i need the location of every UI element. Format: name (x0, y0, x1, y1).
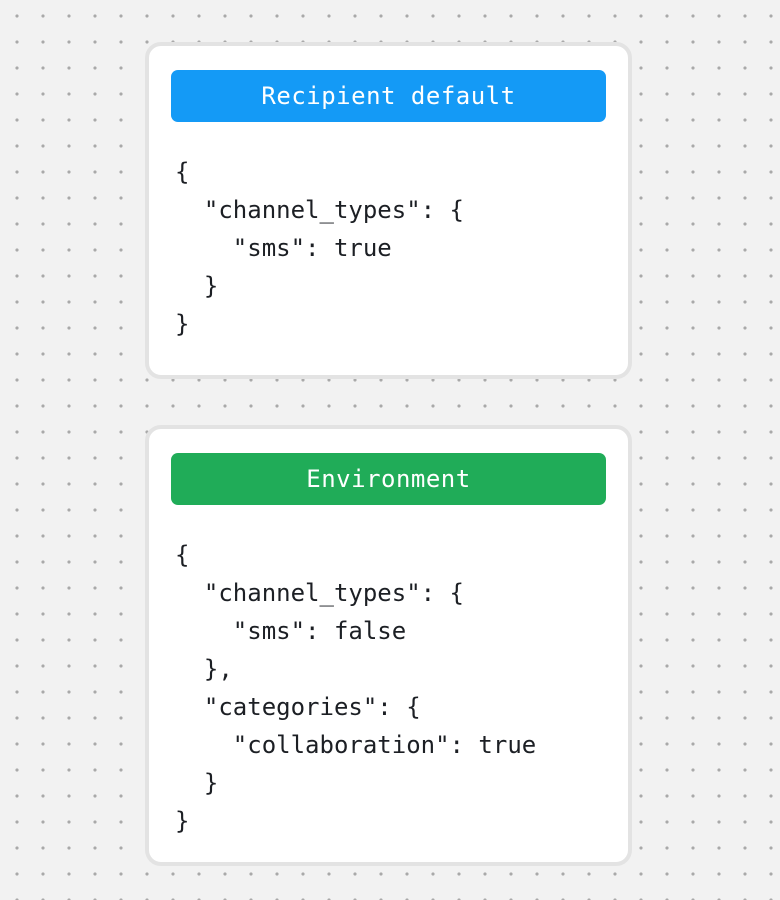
environment-json-code: { "channel_types": { "sms": false }, "ca… (175, 541, 537, 835)
recipient-default-json-code: { "channel_types": { "sms": true } } (175, 158, 464, 338)
environment-header-badge: Environment (171, 453, 606, 505)
environment-card: Environment { "channel_types": { "sms": … (145, 425, 632, 866)
recipient-default-card: Recipient default { "channel_types": { "… (145, 42, 632, 379)
recipient-default-header-badge: Recipient default (171, 70, 606, 122)
